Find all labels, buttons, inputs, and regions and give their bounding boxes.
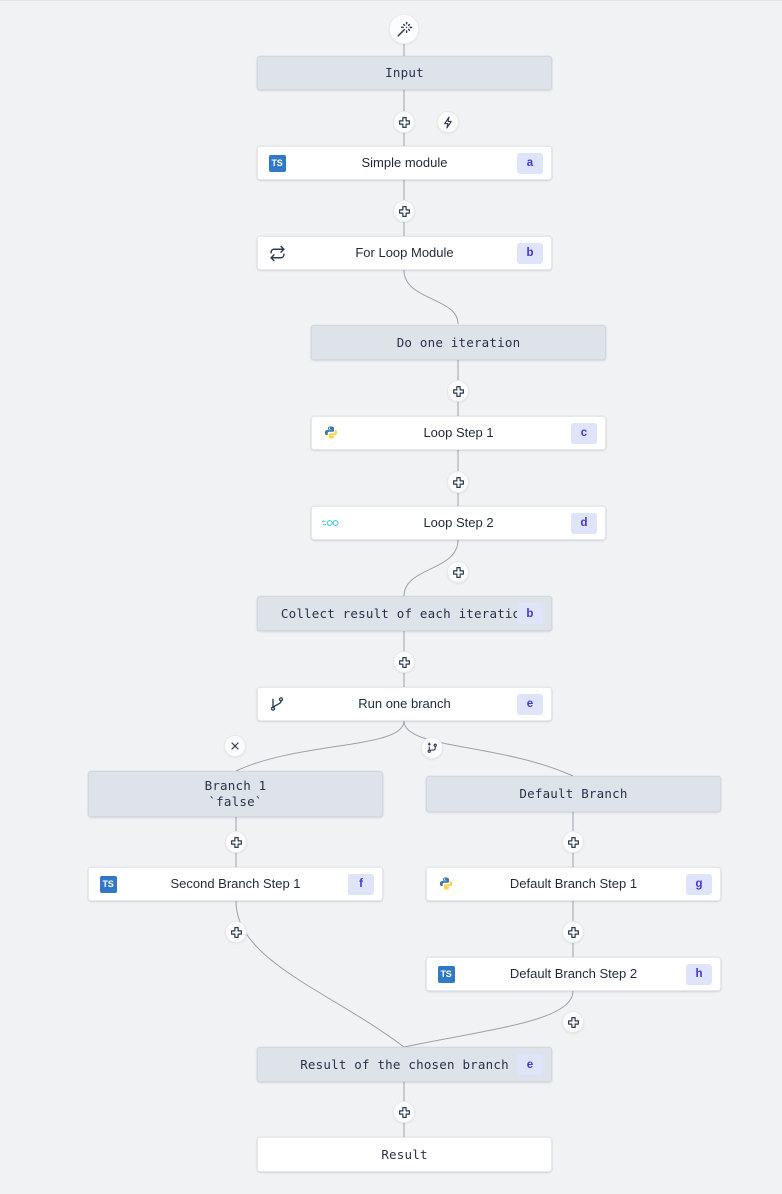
node-label: Run one branch [358,695,451,711]
node-badge: a [517,152,543,174]
edge-forloop-iteration [403,269,459,325]
node-badge: h [686,963,712,985]
close-icon[interactable] [224,735,246,757]
plus-icon[interactable] [393,111,415,133]
typescript-icon: TS [437,965,455,983]
node-do-one-iteration[interactable]: Do one iteration [311,325,606,360]
node-label: Default Branch Step 1 [509,875,638,891]
git-branch-icon [268,695,286,713]
node-label: For Loop Module [355,244,454,260]
plus-icon[interactable] [225,831,247,853]
node-run-one-branch[interactable]: Run one branch e [257,687,552,721]
python-icon [322,424,340,442]
magic-wand-icon[interactable] [389,14,419,44]
plus-icon[interactable] [447,561,469,583]
plus-icon[interactable] [225,921,247,943]
edge-defaultstep2-result [403,990,574,1048]
python-icon [437,875,455,893]
node-second-branch-step-1[interactable]: TS Second Branch Step 1 f [88,867,383,901]
node-default-branch-step-1[interactable]: Default Branch Step 1 g [426,867,721,901]
loop-icon [268,244,286,262]
node-result-of-chosen-branch[interactable]: Result of the chosen branch e [257,1047,552,1082]
plus-icon[interactable] [393,200,415,222]
git-branch-plus-icon[interactable] [421,737,443,759]
node-label: Second Branch Step 1 [170,875,301,891]
node-label: Input [385,65,424,80]
plus-icon[interactable] [393,1101,415,1123]
node-branch-1[interactable]: Branch 1 `false` [88,771,383,817]
node-input[interactable]: Input [257,56,552,90]
plus-icon[interactable] [562,831,584,853]
node-label: Collect result of each iteration [280,605,529,621]
node-label: Loop Step 2 [423,514,494,530]
node-label: Simple module [361,154,448,170]
plus-icon[interactable] [562,1011,584,1033]
node-label: Result of the chosen branch [300,1056,509,1072]
node-label: Branch 1 `false` [204,778,267,809]
node-badge: e [517,1054,543,1075]
lightning-bolt-icon[interactable] [437,111,459,133]
node-default-branch-step-2[interactable]: TS Default Branch Step 2 h [426,957,721,991]
node-label: Default Branch [519,786,628,801]
plus-icon[interactable] [447,380,469,402]
node-default-branch[interactable]: Default Branch [426,776,721,812]
plus-icon[interactable] [562,921,584,943]
edge-secondbranch-result [235,900,405,1048]
node-simple-module[interactable]: TS Simple module a [257,146,552,180]
plus-icon[interactable] [447,471,469,493]
node-label: Result [381,1146,428,1162]
go-icon [322,514,340,532]
node-label: Do one iteration [396,334,521,350]
typescript-icon: TS [268,154,286,172]
node-for-loop-module[interactable]: For Loop Module b [257,236,552,270]
node-loop-step-1[interactable]: Loop Step 1 c [311,416,606,450]
node-result[interactable]: Result [257,1137,552,1172]
node-label: Loop Step 1 [423,424,494,440]
typescript-icon: TS [99,875,117,893]
node-badge: g [686,873,712,895]
node-badge: b [517,242,543,264]
node-collect-result[interactable]: Collect result of each iteration b [257,596,552,631]
node-badge: b [517,603,543,624]
node-badge: e [517,693,543,715]
node-label: Default Branch Step 2 [509,965,638,981]
node-badge: f [348,873,374,895]
plus-icon[interactable] [393,651,415,673]
node-badge: c [571,422,597,444]
node-badge: d [571,512,597,534]
node-loop-step-2[interactable]: Loop Step 2 d [311,506,606,540]
edge-runbranch-branch1 [235,720,405,772]
